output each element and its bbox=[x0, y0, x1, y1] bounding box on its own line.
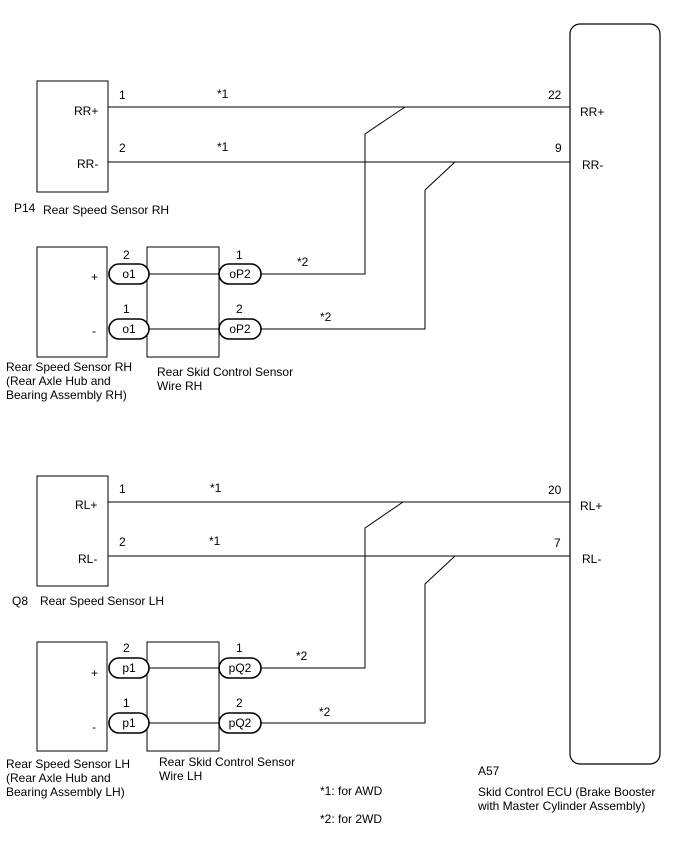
harness-rh-name-line1: Rear Skid Control Sensor bbox=[157, 365, 293, 379]
ecu-code: A57 bbox=[478, 764, 500, 778]
ecu-pin-label-rr-plus: RR+ bbox=[580, 105, 604, 119]
connector-pq2-bottom-label: pQ2 bbox=[229, 716, 252, 730]
connector-o1-top-pin: 2 bbox=[123, 248, 130, 262]
connector-p1-top-pin: 2 bbox=[123, 641, 130, 655]
connector-p1-bottom-label: p1 bbox=[122, 716, 136, 730]
legend-note-awd: *1: for AWD bbox=[320, 784, 383, 798]
sensor-rh-2wd-minus: - bbox=[92, 324, 96, 338]
connector-pq2-bottom-pin: 2 bbox=[236, 696, 243, 710]
sensor-lh-2wd-name-line2: (Rear Axle Hub and bbox=[6, 771, 111, 785]
wire-note-rl-plus: *1 bbox=[210, 481, 222, 495]
sensor-rh-2wd-name-line2: (Rear Axle Hub and bbox=[6, 374, 111, 388]
wire-note-rl-minus: *1 bbox=[209, 534, 221, 548]
harness-rh-box bbox=[146, 246, 220, 358]
connector-pq2-top-label: pQ2 bbox=[229, 661, 252, 675]
ecu-pin-num-22: 22 bbox=[548, 88, 562, 102]
sensor-lh-awd-pin-label-minus: RL- bbox=[78, 552, 97, 566]
sensor-lh-awd-code: Q8 bbox=[12, 594, 28, 608]
sensor-lh-2wd-minus: - bbox=[92, 720, 96, 734]
sensor-lh-awd-pin-num-2: 2 bbox=[119, 535, 126, 549]
connector-pq2-top-pin: 1 bbox=[236, 641, 243, 655]
legend-note-2wd: *2: for 2WD bbox=[320, 812, 382, 826]
wire-note-lh-2wd-minus: *2 bbox=[319, 705, 331, 719]
connector-op2-bottom-label: oP2 bbox=[229, 322, 251, 336]
sensor-rh-awd-pin-num-1: 1 bbox=[119, 88, 126, 102]
harness-lh-box bbox=[146, 641, 220, 752]
harness-lh-name-line2: Wire LH bbox=[159, 769, 202, 783]
wire-note-rh-2wd-plus: *2 bbox=[297, 255, 309, 269]
sensor-lh-2wd-name-line3: Bearing Assembly LH) bbox=[6, 785, 125, 799]
sensor-lh-2wd-box bbox=[36, 641, 108, 752]
wire-rh-2wd-plus bbox=[261, 106, 406, 275]
wire-rh-2wd-minus bbox=[261, 161, 456, 330]
sensor-lh-awd-name: Rear Speed Sensor LH bbox=[40, 594, 164, 608]
wire-note-rr-plus: *1 bbox=[217, 87, 229, 101]
sensor-lh-awd-pin-num-1: 1 bbox=[119, 482, 126, 496]
sensor-rh-awd-pin-label-plus: RR+ bbox=[74, 104, 98, 118]
connector-o1-bottom-pin: 1 bbox=[123, 302, 130, 316]
sensor-rh-2wd-plus: + bbox=[91, 270, 98, 284]
ecu-pin-num-7: 7 bbox=[554, 536, 561, 550]
connector-op2-top-pin: 1 bbox=[236, 248, 243, 262]
connector-p1-bottom-pin: 1 bbox=[123, 696, 130, 710]
sensor-rh-2wd-name-line3: Bearing Assembly RH) bbox=[6, 388, 127, 402]
sensor-rh-awd-name: Rear Speed Sensor RH bbox=[43, 203, 169, 217]
sensor-rh-awd-pin-label-minus: RR- bbox=[77, 157, 98, 171]
wire-lh-2wd-minus bbox=[261, 555, 456, 724]
connector-o1-bottom-label: o1 bbox=[122, 322, 136, 336]
ecu-pin-label-rl-plus: RL+ bbox=[580, 499, 602, 513]
sensor-rh-awd-code: P14 bbox=[14, 201, 36, 215]
wire-lh-2wd-plus bbox=[261, 501, 404, 669]
harness-lh-name-line1: Rear Skid Control Sensor bbox=[159, 755, 295, 769]
sensor-rh-awd-pin-num-2: 2 bbox=[119, 141, 126, 155]
sensor-rh-2wd-box bbox=[36, 246, 108, 358]
ecu-name-line1: Skid Control ECU (Brake Booster bbox=[478, 785, 655, 799]
ecu-pin-label-rl-minus: RL- bbox=[582, 552, 601, 566]
connector-o1-top-label: o1 bbox=[122, 267, 136, 281]
sensor-lh-2wd-name-line1: Rear Speed Sensor LH bbox=[6, 757, 130, 771]
wire-note-rr-minus: *1 bbox=[217, 140, 229, 154]
ecu-pin-label-rr-minus: RR- bbox=[582, 158, 603, 172]
sensor-rh-awd-box bbox=[36, 80, 109, 193]
sensor-rh-2wd-name-line1: Rear Speed Sensor RH bbox=[6, 360, 132, 374]
harness-rh-name-line2: Wire RH bbox=[157, 379, 202, 393]
wire-note-lh-2wd-plus: *2 bbox=[296, 649, 308, 663]
sensor-lh-2wd-plus: + bbox=[91, 666, 98, 680]
sensor-lh-awd-pin-label-plus: RL+ bbox=[75, 498, 97, 512]
ecu-pin-num-20: 20 bbox=[548, 483, 562, 497]
sensor-lh-awd-box bbox=[36, 475, 109, 587]
ecu-pin-num-9: 9 bbox=[555, 141, 562, 155]
connector-p1-top-label: p1 bbox=[122, 661, 136, 675]
ecu-name-line2: with Master Cylinder Assembly) bbox=[477, 799, 645, 813]
connector-op2-top-label: oP2 bbox=[229, 267, 251, 281]
ecu-box bbox=[569, 23, 661, 765]
wire-note-rh-2wd-minus: *2 bbox=[320, 310, 332, 324]
connector-op2-bottom-pin: 2 bbox=[236, 302, 243, 316]
